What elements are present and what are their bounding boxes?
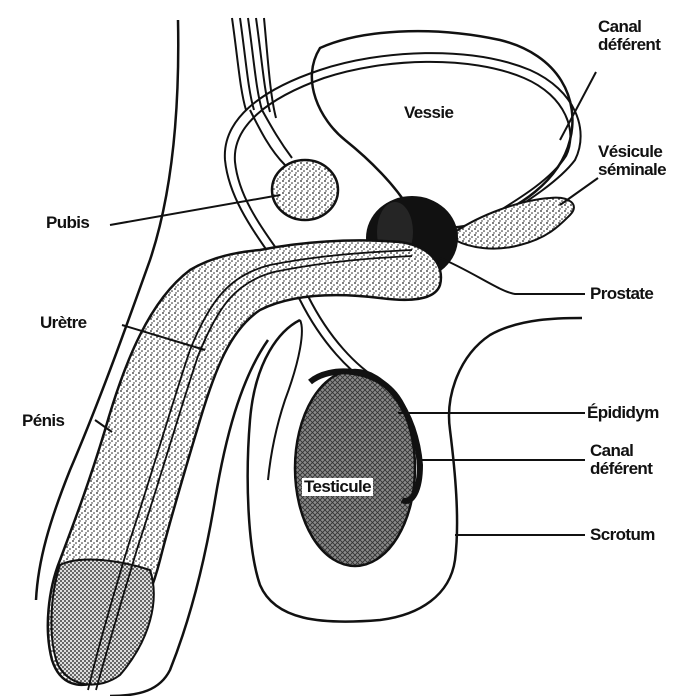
label-vesicule-seminale-line1: Vésicule [598,143,666,161]
label-canal-deferent-top-line2: déférent [598,36,660,54]
label-epididyme: Épididym [587,404,659,422]
label-vesicule-seminale-line2: séminale [598,161,666,179]
rectum-muscle [232,18,292,165]
pubis-bone [272,160,338,220]
label-canal-deferent-top: Canal déférent [598,18,660,54]
label-pubis: Pubis [46,214,89,232]
label-canal-deferent-bottom-line1: Canal [590,442,652,460]
label-penis: Pénis [22,412,64,430]
label-scrotum: Scrotum [590,526,655,544]
label-testicule: Testicule [302,478,373,496]
label-vesicule-seminale: Vésicule séminale [598,143,666,179]
label-uretre: Urètre [40,314,86,332]
label-canal-deferent-bottom: Canal déférent [590,442,652,478]
label-vessie: Vessie [404,104,453,122]
label-prostate: Prostate [590,285,653,303]
label-canal-deferent-bottom-line2: déférent [590,460,652,478]
label-canal-deferent-top-line1: Canal [598,18,660,36]
